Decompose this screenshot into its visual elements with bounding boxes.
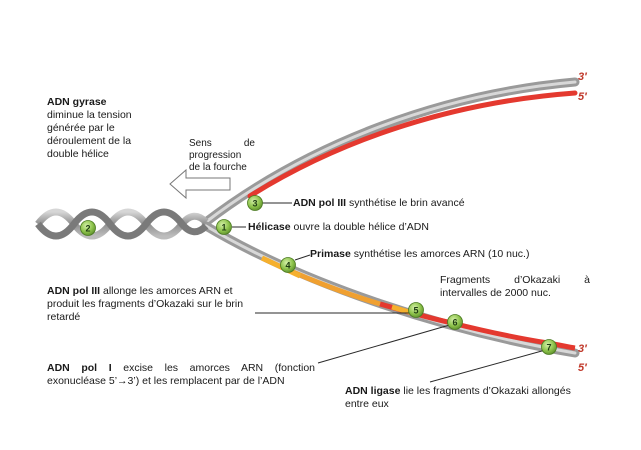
marker-5: 5	[408, 302, 424, 318]
marker-1: 1	[216, 219, 232, 235]
pol3-leading-text: synthétise le brin avancé	[346, 197, 465, 209]
marker-4: 4	[280, 257, 296, 273]
okazaki-label: Fragments d’Okazaki à intervalles de 200…	[440, 274, 590, 300]
pol1-label: ADN pol I excise les amorces ARN (foncti…	[47, 362, 315, 388]
dna-double-helix	[35, 208, 209, 240]
ligase-label: ADN ligase lie les fragments d’Okazaki a…	[345, 385, 595, 411]
marker-2-number: 2	[85, 224, 90, 234]
end-label-bottom-5: 5′	[578, 362, 588, 374]
gyrase-title: ADN gyrase	[47, 96, 107, 108]
pol1-title: ADN pol I	[47, 362, 112, 374]
marker-6: 6	[447, 314, 463, 330]
pol3-lagging-label: ADN pol III allonge les amorces ARN et p…	[47, 285, 265, 324]
primase-title: Primase	[310, 248, 351, 260]
end-label-bottom-3: 3′	[578, 343, 588, 355]
marker-7-number: 7	[546, 343, 551, 353]
ligase-text: lie les fragments d’Okazaki allongés ent…	[345, 385, 571, 410]
leader-line-ligase	[429, 348, 550, 383]
marker-3-number: 3	[252, 199, 257, 209]
end-label-top-5: 5′	[578, 91, 588, 103]
leading-strand	[247, 90, 578, 199]
marker-1-number: 1	[221, 223, 226, 233]
pol3-lagging-title: ADN pol III	[47, 285, 101, 297]
marker-5-number: 5	[413, 306, 418, 316]
pol3-lagging-text: allonge les amorces ARN et produit les f…	[47, 285, 244, 323]
marker-3: 3	[247, 195, 263, 211]
leader-line-primase	[294, 254, 311, 261]
marker-2: 2	[80, 220, 96, 236]
leader-line-pol1	[317, 323, 454, 364]
fork-direction-arrow	[169, 168, 231, 200]
direction-label: Sens de progression de la fourche	[189, 138, 255, 174]
primase-text: synthétise les amorces ARN (10 nuc.)	[350, 248, 530, 260]
okazaki-text: Fragments d’Okazaki à intervalles de 200…	[440, 274, 590, 299]
pol3-leading-title: ADN pol III	[293, 197, 347, 209]
ligase-title: ADN ligase	[345, 385, 401, 397]
pol1-text: excise les amorces ARN (fonction exonucl…	[47, 362, 315, 387]
end-label-top-3: 3′	[578, 71, 588, 83]
direction-text: Sens de progression de la fourche	[189, 138, 255, 173]
marker-7: 7	[541, 339, 557, 355]
primase-label: Primase synthétise les amorces ARN (10 n…	[310, 248, 590, 261]
helicase-text: ouvre la double hélice d’ADN	[290, 221, 429, 233]
marker-4-number: 4	[285, 261, 290, 271]
marker-6-number: 6	[452, 318, 457, 328]
gyrase-label: ADN gyrase diminue la tension générée pa…	[47, 96, 165, 161]
pol3-leading-label: ADN pol III synthétise le brin avancé	[293, 197, 523, 210]
gyrase-text: diminue la tension générée par le déroul…	[47, 109, 132, 160]
helicase-title: Hélicase	[248, 221, 291, 233]
helicase-label: Hélicase ouvre la double hélice d’ADN	[248, 221, 488, 234]
